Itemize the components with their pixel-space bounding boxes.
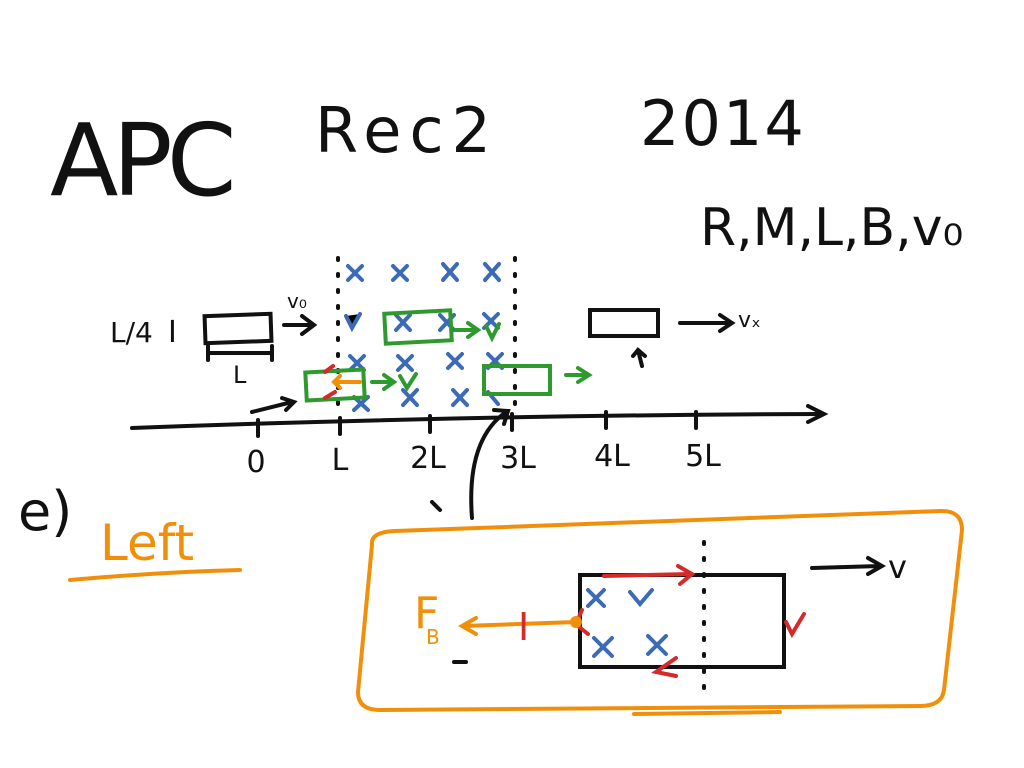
answer-underline	[68, 568, 242, 582]
axis-tick-label: 2L	[410, 441, 446, 476]
inset-underline	[632, 710, 782, 716]
axis-tick-labels: 0 L 2L 3L 4L 5L	[246, 439, 721, 480]
current-label-left: I	[168, 315, 177, 350]
stray-mark	[430, 500, 442, 512]
answer-part-label: e)	[18, 480, 72, 543]
inset-force-label: F	[414, 588, 439, 639]
axis-tick-label: 4L	[594, 439, 630, 474]
velocity-initial-label: v₀	[287, 289, 307, 313]
field-x-mark	[483, 262, 501, 282]
loop-exiting	[482, 364, 552, 396]
loop-after-field	[588, 308, 736, 368]
axis-tick-label: 3L	[500, 441, 536, 476]
loop-exiting-arrow	[564, 366, 593, 384]
loop-inside	[382, 308, 454, 346]
field-x-mark	[396, 354, 414, 372]
inset-force-origin	[570, 616, 582, 628]
inset-x-mark	[592, 636, 614, 658]
loop-entering	[303, 367, 367, 403]
loop-rectangle	[202, 311, 274, 346]
inset-current-arrow-bottom	[651, 656, 678, 678]
field-x-mark	[401, 388, 419, 407]
pointer-arrow	[631, 347, 647, 368]
callout-curve	[469, 410, 508, 520]
givens-list: R,M,L,B,v₀	[700, 198, 963, 258]
inset-x-mark	[646, 634, 668, 656]
field-x-mark	[344, 312, 362, 333]
inset-diagram	[452, 540, 887, 702]
inset-force-arrow	[457, 616, 578, 636]
inset-current-arrow-right	[784, 612, 806, 639]
inset-frame	[356, 508, 964, 712]
loop-length-label: L	[233, 361, 247, 389]
velocity-arrow	[282, 314, 318, 336]
inset-x-mark	[628, 588, 654, 608]
field-marks	[344, 262, 504, 412]
axis-tick-label: L	[332, 443, 349, 478]
loop-inside-v	[484, 322, 501, 343]
axis-tick-label: 5L	[685, 439, 721, 474]
inset-current-arrow-top	[602, 564, 696, 586]
loop-length-bracket	[206, 344, 274, 362]
position-axis	[130, 404, 829, 438]
field-x-mark	[394, 313, 412, 332]
field-x-mark	[346, 264, 364, 282]
loop-entering-v	[398, 372, 418, 392]
loop-entering-arrow	[370, 373, 398, 391]
field-x-mark	[451, 388, 469, 407]
inset-velocity-label: v	[888, 548, 907, 586]
velocity-final-arrow	[678, 313, 736, 333]
velocity-final-label: vₓ	[738, 308, 761, 333]
axis-tick-label: 0	[246, 445, 265, 480]
entering-loop-marks	[250, 364, 362, 414]
push-arrow	[250, 396, 298, 414]
length-fraction-label: L/4	[110, 316, 153, 349]
axis-line	[130, 412, 824, 430]
field-x-mark	[391, 264, 409, 282]
loops-in-field	[303, 308, 593, 403]
loop-before-field	[202, 311, 318, 362]
answer-text: Left	[100, 514, 194, 572]
inset-current-label: I	[518, 605, 529, 649]
title-course: APC	[50, 102, 232, 219]
title-year: 2014	[640, 87, 806, 160]
callout-arrow	[430, 408, 511, 520]
axis-arrowhead	[806, 404, 829, 424]
current-mark	[323, 364, 337, 400]
field-x-mark	[446, 352, 464, 370]
title: APC Rec2 2014	[50, 87, 806, 219]
loop-inside-arrow	[454, 321, 482, 339]
inset-x-mark	[586, 588, 606, 608]
callout-head	[492, 408, 511, 426]
loop-rectangle-final	[588, 308, 660, 338]
inset-force-subscript: B	[426, 625, 440, 649]
force-mark	[331, 374, 362, 390]
title-topic: Rec2	[315, 94, 499, 167]
inset-velocity-arrow	[810, 556, 887, 576]
field-x-mark	[441, 262, 459, 282]
